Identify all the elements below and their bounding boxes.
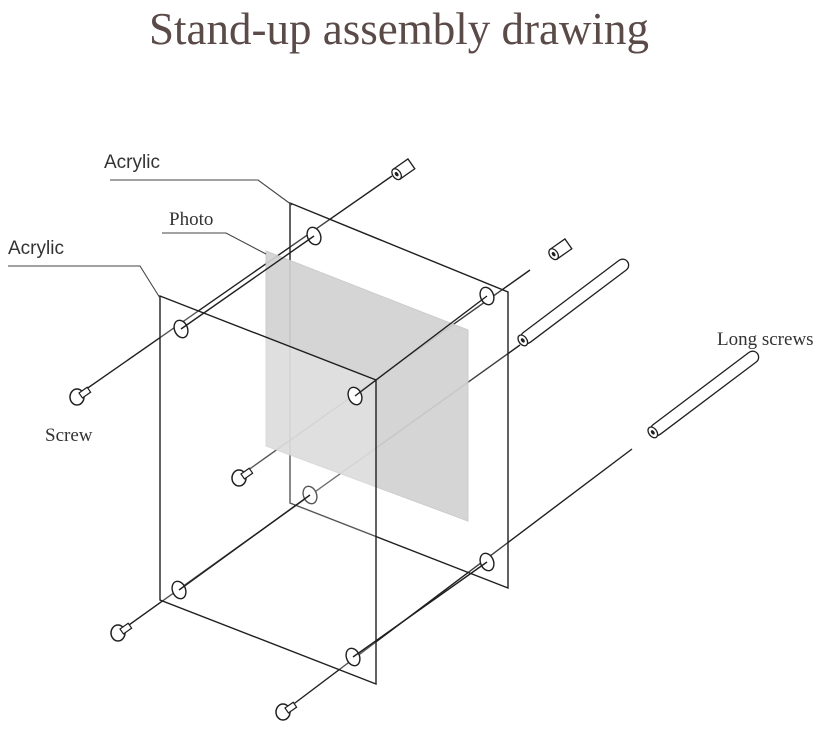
label-acrylic-front: Acrylic [8, 238, 64, 259]
long-screws [517, 258, 760, 439]
screw-icon [231, 467, 254, 487]
axis-line-overlay [180, 235, 315, 330]
axis-line-top-left [81, 175, 393, 393]
screw-heads [69, 386, 298, 721]
leader-acrylic-back [110, 179, 293, 206]
label-screw: Screw [45, 425, 93, 446]
short-standoffs [391, 158, 573, 261]
long-screw-icon [647, 350, 760, 439]
screw-icon [69, 386, 92, 406]
axis-line-overlay [352, 561, 488, 658]
axis-line-overlays [178, 235, 488, 658]
long-screw-icon [517, 258, 630, 347]
label-photo: Photo [169, 209, 213, 230]
page-title: Stand-up assembly drawing [149, 4, 649, 54]
screw-icon [110, 622, 133, 642]
standoff-icon [548, 238, 573, 261]
label-long-screws: Long screws [717, 329, 814, 350]
leader-lines [8, 179, 293, 299]
photo-sheet [265, 250, 469, 522]
axis-line-overlay [354, 295, 488, 397]
leader-acrylic-front [8, 265, 161, 299]
leader-photo [162, 232, 267, 255]
label-acrylic-back: Acrylic [104, 152, 160, 173]
front-acrylic-panel [159, 294, 377, 686]
screw-icon [275, 701, 298, 721]
standoff-icon [391, 158, 416, 181]
axis-line-overlay [178, 494, 311, 591]
axis-line-bottom-right [286, 448, 633, 710]
